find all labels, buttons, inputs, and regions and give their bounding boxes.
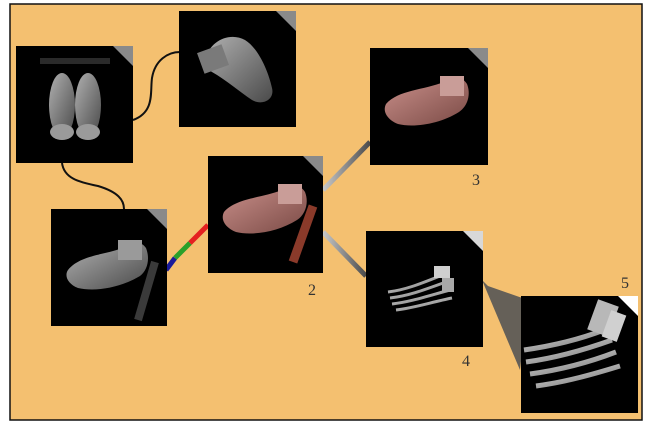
node-top-left[interactable] [16, 46, 133, 163]
node-top-middle[interactable] [179, 11, 296, 127]
node-label: 2 [308, 282, 316, 299]
node-label: 5 [621, 275, 629, 292]
node-label: 3 [472, 172, 480, 189]
node-left[interactable] [51, 209, 167, 326]
node-label: 4 [462, 353, 470, 370]
